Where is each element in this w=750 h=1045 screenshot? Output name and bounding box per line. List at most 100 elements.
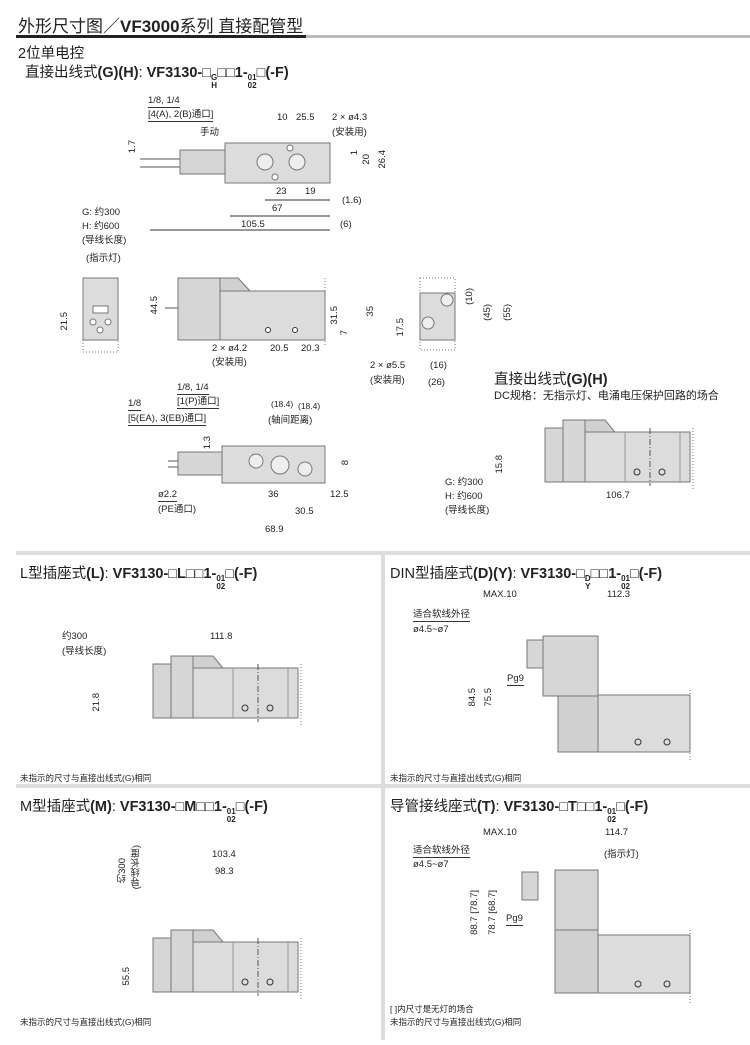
- note: 未指示的尺寸与直接出线式(G)相同: [390, 773, 522, 783]
- model-option: 02: [621, 582, 630, 591]
- model-part: VF3130-□L: [112, 566, 186, 582]
- dim-label: 98.3: [215, 866, 234, 877]
- dim-label: (26): [428, 377, 445, 388]
- end-view-drawing: [82, 277, 119, 353]
- dim-label: (55): [502, 304, 513, 321]
- note: [ ]内尺寸是无灯的场合: [390, 1004, 474, 1014]
- dim-label: (18.4): [298, 401, 321, 411]
- model-part: □(-F): [616, 799, 649, 815]
- heading-code: (G)(H): [97, 65, 139, 81]
- heading-code: (D)(Y): [472, 566, 513, 582]
- dim-label: 44.5: [149, 296, 160, 315]
- model-part: VF3130-□T: [503, 799, 577, 815]
- m-valve-drawing: [152, 929, 302, 1001]
- dim-label: 适合软线外径: [413, 845, 471, 858]
- heading-dc: 直接出线式(G)(H): [494, 373, 608, 388]
- model-option: 02: [216, 582, 226, 591]
- dim-label: 88.7 [78.7]: [469, 890, 480, 935]
- dim-label: 68.9: [265, 524, 284, 535]
- model-part: VF3130-□: [146, 65, 212, 81]
- dim-label: 31.5: [329, 306, 340, 325]
- model-option: 02: [226, 815, 236, 824]
- dim-label: (18.4): [271, 399, 294, 409]
- dim-label: (轴间距离): [268, 415, 313, 426]
- dim-label: MAX.10: [483, 589, 517, 600]
- heading-label: DIN型插座式: [390, 566, 473, 582]
- model-option: 02: [247, 81, 257, 90]
- dim-label: (16): [430, 360, 447, 371]
- dim-label: 114.7: [605, 827, 629, 838]
- dim-label: [4(A), 2(B)通口]: [148, 109, 214, 122]
- dim-label: 21.5: [59, 312, 70, 331]
- dim-label: 23: [276, 186, 287, 197]
- dim-label: 78.7 [68.7]: [487, 890, 498, 935]
- model-option: H: [211, 81, 218, 90]
- dim-label: 1/8: [128, 398, 142, 411]
- side-view-drawing: [165, 277, 326, 345]
- model-part: □(-F): [256, 65, 289, 81]
- model-option: 01: [607, 807, 617, 816]
- lead-length-h: H: 约600: [82, 221, 120, 232]
- model-part: □□1-: [576, 799, 608, 815]
- right-end-view-drawing: [419, 277, 456, 351]
- dim-label: 2 × ø4.3: [332, 112, 368, 123]
- section-divider: [16, 551, 750, 555]
- dim-label: (1.6): [342, 195, 362, 206]
- dim-label: 1: [349, 150, 360, 156]
- title-series: VF3000: [120, 17, 180, 36]
- dim-label: (10): [464, 288, 475, 305]
- model-option: 02: [607, 815, 617, 824]
- dim-label: [5(EA), 3(EB)通口]: [128, 413, 207, 426]
- dim-label: [1(P)通口]: [177, 396, 220, 409]
- dim-label: 25.5: [296, 112, 315, 123]
- dim-label: (45): [482, 304, 493, 321]
- dim-label: 1/8, 1/4: [177, 382, 209, 395]
- heading-code: (M): [90, 799, 112, 815]
- dim-label: 8: [340, 460, 351, 466]
- dim-label: ø2.2: [158, 489, 178, 502]
- lead-length-h: H: 约600: [445, 491, 483, 502]
- title-suffix: 系列 直接配管型: [179, 17, 304, 36]
- t-valve-drawing: [521, 869, 691, 1005]
- heading-label: 导管接线座式: [390, 799, 477, 815]
- dim-label: (PE通口): [158, 504, 197, 515]
- model-part: □(-F): [235, 799, 268, 815]
- subtitle: 2位单电控: [18, 46, 85, 62]
- lead-length-g: G: 约300: [82, 207, 121, 218]
- dim-label: (导线长度): [131, 845, 142, 890]
- dim-label: 10: [277, 112, 288, 123]
- top-view-drawing: [140, 142, 331, 231]
- dim-label: (导线长度): [62, 646, 107, 657]
- dim-label: (指示灯): [604, 849, 639, 860]
- heading-label: M型插座式: [20, 799, 91, 815]
- dim-label: (安装用): [332, 127, 367, 138]
- dim-label: 1.3: [202, 436, 213, 450]
- dim-label: 2 × ø4.2: [212, 343, 248, 354]
- model-option: 01: [226, 807, 236, 816]
- lead-length-g: G: 约300: [445, 477, 484, 488]
- model-option: 01: [247, 73, 257, 82]
- dim-label: 112.3: [607, 589, 631, 600]
- model-part: VF3130-□M: [119, 799, 197, 815]
- dim-label: ø4.5~ø7: [413, 859, 449, 870]
- dim-label: 1.7: [127, 140, 138, 154]
- model-part: VF3130-□: [520, 566, 585, 582]
- dim-label: 17.5: [395, 318, 406, 337]
- dim-label: 21.8: [91, 693, 102, 712]
- dim-label: 36: [268, 489, 279, 500]
- dim-label: Pg9: [507, 673, 524, 686]
- dim-label: (导线长度): [82, 235, 127, 246]
- note: 未指示的尺寸与直接出线式(G)相同: [390, 1017, 522, 1027]
- model-part: □□1-: [185, 566, 217, 582]
- dim-label: 15.8: [494, 455, 505, 474]
- dim-label: 1/8, 1/4: [148, 95, 180, 108]
- dim-label: 55.5: [121, 967, 132, 986]
